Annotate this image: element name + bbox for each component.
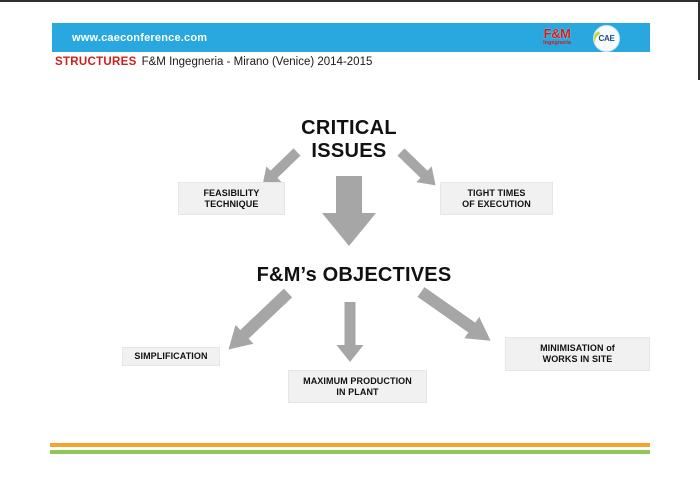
box-maxprod-line1: MAXIMUM PRODUCTION bbox=[303, 375, 412, 386]
slide-header-line: STRUCTURES F&M Ingegneria - Mirano (Venic… bbox=[55, 56, 372, 68]
arrow-down-left-to-feasibility-icon bbox=[262, 148, 301, 186]
conference-url-link[interactable]: www.caeconference.com bbox=[72, 31, 208, 44]
critical-issues-line1: CRITICAL bbox=[301, 117, 397, 139]
window-right-edge bbox=[698, 0, 700, 80]
box-feasibility-line2: TECHNIQUE bbox=[204, 198, 259, 209]
box-tight-line1: TIGHT TIMES bbox=[467, 187, 526, 198]
header-bar: www.caeconference.com F&M Ingegneria CAE bbox=[52, 23, 650, 52]
box-simplification: SIMPLIFICATION bbox=[122, 347, 220, 366]
footer-green-line bbox=[50, 450, 650, 454]
cae-logo-text: CAE bbox=[598, 34, 615, 43]
fm-logo-text: F&M bbox=[543, 26, 571, 41]
box-maxprod-line2: IN PLANT bbox=[336, 386, 379, 397]
cae-conference-logo: CAE bbox=[593, 25, 620, 52]
section-subtitle: F&M Ingegneria - Mirano (Venice) 2014-20… bbox=[141, 56, 373, 68]
box-minimisation-of-works-in-site: MINIMISATION of WORKS IN SITE bbox=[505, 337, 650, 371]
window-top-edge bbox=[0, 0, 700, 2]
critical-issues-title: CRITICAL ISSUES bbox=[269, 117, 429, 163]
arrow-down-left-to-simplification-icon bbox=[228, 288, 293, 350]
box-feasibility-line1: FEASIBILITY bbox=[203, 187, 260, 198]
critical-issues-line2: ISSUES bbox=[311, 140, 387, 162]
objectives-title: F&M’s OBJECTIVES bbox=[256, 264, 452, 286]
arrow-down-right-to-minimisation-icon bbox=[417, 287, 491, 341]
arrow-down-to-objectives-icon bbox=[322, 176, 376, 246]
box-tight-times-of-execution: TIGHT TIMES OF EXECUTION bbox=[440, 182, 553, 215]
footer-orange-line bbox=[50, 443, 650, 447]
box-feasibility-technique: FEASIBILITY TECHNIQUE bbox=[178, 182, 285, 215]
arrow-down-to-max-production-icon bbox=[336, 302, 364, 362]
box-maximum-production-in-plant: MAXIMUM PRODUCTION IN PLANT bbox=[288, 370, 427, 403]
fm-logo-subtext: Ingegneria bbox=[543, 40, 571, 46]
arrow-down-right-to-tight-times-icon bbox=[397, 148, 436, 186]
box-tight-line2: OF EXECUTION bbox=[462, 198, 531, 209]
section-label: STRUCTURES bbox=[55, 56, 137, 68]
box-minimisation-line1: MINIMISATION of bbox=[540, 343, 615, 353]
box-simplification-line1: SIMPLIFICATION bbox=[134, 351, 208, 361]
box-minimisation-line2: WORKS IN SITE bbox=[542, 354, 613, 364]
fm-ingegneria-logo: F&M Ingegneria bbox=[534, 27, 580, 49]
